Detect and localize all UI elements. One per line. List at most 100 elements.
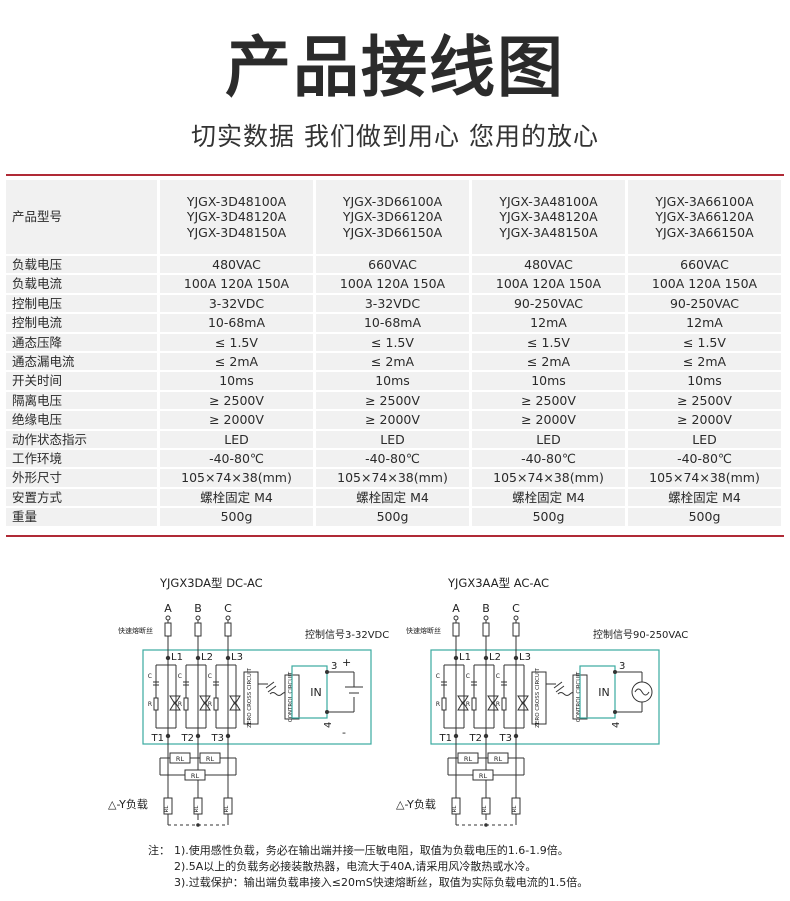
load-resistor-label: RL	[464, 755, 473, 763]
resistor-icon	[213, 697, 219, 711]
resistor-label: R	[208, 701, 212, 708]
row-label: 工作环境	[6, 450, 160, 468]
table-cell: 10-68mA	[160, 314, 316, 332]
table-cell: 660VAC	[628, 256, 784, 274]
terminal-dot	[225, 733, 231, 739]
triac-icon	[457, 701, 469, 711]
page-subtitle: 切实数据 我们做到用心 您用的放心	[191, 122, 599, 151]
load-resistor-icon	[511, 797, 521, 815]
row-label: 控制电流	[6, 314, 160, 332]
terminal-dot	[195, 615, 201, 621]
terminal-dot	[165, 655, 171, 661]
table-cell: ≥ 2500V	[472, 391, 628, 410]
output-terminal-label: T3	[499, 733, 512, 744]
terminal-dot	[225, 655, 231, 661]
model-name: YJGX-3D66120A	[342, 209, 443, 225]
terminal-dot	[165, 615, 171, 621]
load-resistor-label: RL	[206, 755, 215, 763]
table-cell: ≤ 1.5V	[316, 333, 472, 352]
model-name: YJGX-3A48120A	[499, 209, 598, 225]
model-name: YJGX-3A66120A	[655, 209, 754, 225]
wiring-diagrams: YJGX3DA型 DC-AC快速熔断丝控制信号3-32VDCAL1CRT1BL2…	[108, 576, 688, 827]
table-cell: 10ms	[628, 372, 784, 390]
zero-cross-block	[531, 671, 547, 725]
table-cell: 500g	[628, 508, 784, 526]
input-terminal-label: L3	[519, 652, 531, 663]
table-row: 隔离电压≥ 2500V≥ 2500V≥ 2500V≥ 2500V	[6, 391, 784, 410]
terminal-dot	[453, 733, 459, 739]
table-cell: 500g	[160, 508, 316, 526]
load-resistor-icon	[199, 752, 221, 764]
in-label: IN	[598, 686, 609, 699]
model-name: YJGX-3D48100A	[186, 193, 287, 209]
table-cell: 10ms	[160, 372, 316, 390]
row-label: 隔离电压	[6, 391, 160, 410]
fuse-icon	[512, 622, 520, 637]
wire	[555, 685, 565, 693]
load-resistor-label: RL	[164, 805, 170, 813]
resistor-label: R	[436, 701, 440, 708]
table-row: 通态压降≤ 1.5V≤ 1.5V≤ 1.5V≤ 1.5V	[6, 333, 784, 352]
triac-icon	[487, 695, 499, 705]
wiring-diagram-2: YJGX3AA型 AC-AC快速熔断丝控制信号90-250VACAL1CRT1B…	[396, 576, 688, 827]
input-block	[579, 665, 616, 719]
model-name: YJGX-3D48150A	[186, 224, 287, 240]
in-label: IN	[310, 686, 321, 699]
table-cell: -40-80℃	[628, 450, 784, 468]
resistor-icon	[441, 697, 447, 711]
terminal-dot	[195, 733, 201, 739]
zero-cross-block	[243, 671, 259, 725]
control-circuit-label: CONTROL CIRCUIT	[576, 671, 582, 722]
fuse-label: 快速熔断丝	[406, 626, 441, 635]
terminal-dot	[325, 670, 329, 674]
input-terminal-label: L1	[459, 652, 471, 663]
terminal-dot	[483, 615, 489, 621]
table-row: 绝缘电压≥ 2000V≥ 2000V≥ 2000V≥ 2000V	[6, 411, 784, 429]
table-cell: 480VAC	[160, 256, 316, 274]
table-cell: 10ms	[472, 372, 628, 390]
capacitor-label: C	[466, 673, 470, 680]
terminal-dot	[483, 733, 489, 739]
resistor-icon	[153, 697, 159, 711]
table-cell: ≥ 2500V	[160, 391, 316, 410]
table-cell: ≤ 2mA	[160, 353, 316, 371]
triac-icon	[229, 695, 241, 705]
row-label: 通态压降	[6, 333, 160, 352]
row-label: 重量	[6, 508, 160, 526]
table-cell: LED	[628, 430, 784, 449]
table-cell: LED	[160, 430, 316, 449]
zero-cross-label: ZERO CROSS CIRCUIT	[535, 668, 541, 728]
table-cell: ≤ 2mA	[628, 353, 784, 371]
relay-enclosure	[430, 649, 660, 745]
table-cell: 480VAC	[472, 256, 628, 274]
load-resistor-label: RL	[452, 805, 458, 813]
triac-icon	[169, 701, 181, 711]
capacitor-label: C	[208, 673, 212, 680]
load-resistor-icon	[193, 797, 203, 815]
zero-cross-label: ZERO CROSS CIRCUIT	[247, 668, 253, 728]
terminal-dot	[453, 655, 459, 661]
table-top-rule	[6, 174, 784, 176]
load-resistor-label: RL	[191, 772, 200, 780]
terminal-dot	[165, 733, 171, 739]
load-label: △-Y负载	[396, 797, 436, 811]
table-cell: ≤ 2mA	[472, 353, 628, 371]
input-terminal-label: L2	[489, 652, 501, 663]
terminal-dot	[225, 615, 231, 621]
load-resistor-label: RL	[224, 805, 230, 813]
model-name: YJGX-3D66100A	[342, 193, 443, 209]
phase-label: A	[164, 602, 172, 615]
table-cell: ≥ 2000V	[316, 411, 472, 429]
load-resistor-label: RL	[494, 755, 503, 763]
diagram-title: YJGX3AA型 AC-AC	[447, 576, 549, 590]
output-terminal-label: T1	[439, 733, 452, 744]
